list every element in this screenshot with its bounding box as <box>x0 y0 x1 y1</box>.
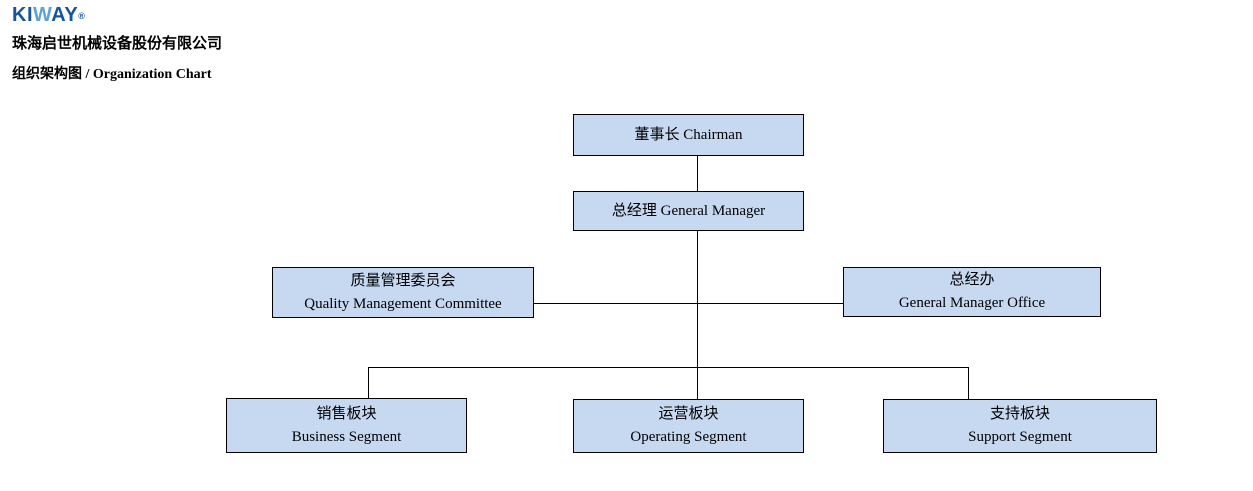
org-node-label-en: Support Segment <box>968 429 1072 445</box>
org-node-chairman: 董事长 Chairman <box>573 114 804 156</box>
org-node-label-zh: 质量管理委员会 <box>350 272 456 289</box>
connector-drop-support <box>968 367 969 399</box>
registered-trademark-icon: ® <box>78 11 86 21</box>
connector-qmc-to-gmo <box>533 303 843 304</box>
kiway-logo: KIWAY® <box>12 4 222 26</box>
logo-text-part: W <box>33 4 52 26</box>
header: KIWAY® 珠海启世机械设备股份有限公司 组织架构图 / Organizati… <box>12 4 222 83</box>
connector-chairman-to-gm <box>697 156 698 191</box>
org-node-label-en: General Manager Office <box>898 295 1046 311</box>
org-node-business-segment: 销售板块 Business Segment <box>226 398 467 453</box>
org-node-operating-segment: 运营板块 Operating Segment <box>573 399 804 453</box>
org-node-support-segment: 支持板块 Support Segment <box>883 399 1157 453</box>
connector-drop-business <box>368 367 369 399</box>
org-node-general-manager-office: 总经办 General Manager Office <box>843 267 1101 317</box>
org-node-label: 董事长 Chairman <box>634 126 743 143</box>
org-node-general-manager: 总经理 General Manager <box>573 191 804 231</box>
page-title: 组织架构图 / Organization Chart <box>12 67 212 82</box>
org-node-label: 总经理 General Manager <box>611 202 766 219</box>
connector-gm-trunk <box>697 231 698 399</box>
logo-text-part: AY <box>51 4 79 26</box>
org-node-quality-management-committee: 质量管理委员会 Quality Management Committee <box>272 267 534 318</box>
org-node-label-en: Business Segment <box>291 428 402 445</box>
org-node-label-zh: 销售板块 <box>316 405 377 422</box>
org-node-label-en: Quality Management Committee <box>304 295 502 312</box>
logo-text-part: KI <box>12 4 33 26</box>
company-name: 珠海启世机械设备股份有限公司 <box>12 35 223 52</box>
org-node-label-en: Operating Segment <box>630 429 747 445</box>
org-node-label-zh: 运营板块 <box>658 406 719 422</box>
org-node-label-zh: 支持板块 <box>989 406 1050 422</box>
org-node-label-zh: 总经办 <box>949 272 995 288</box>
connector-bottom-rail <box>368 367 968 368</box>
